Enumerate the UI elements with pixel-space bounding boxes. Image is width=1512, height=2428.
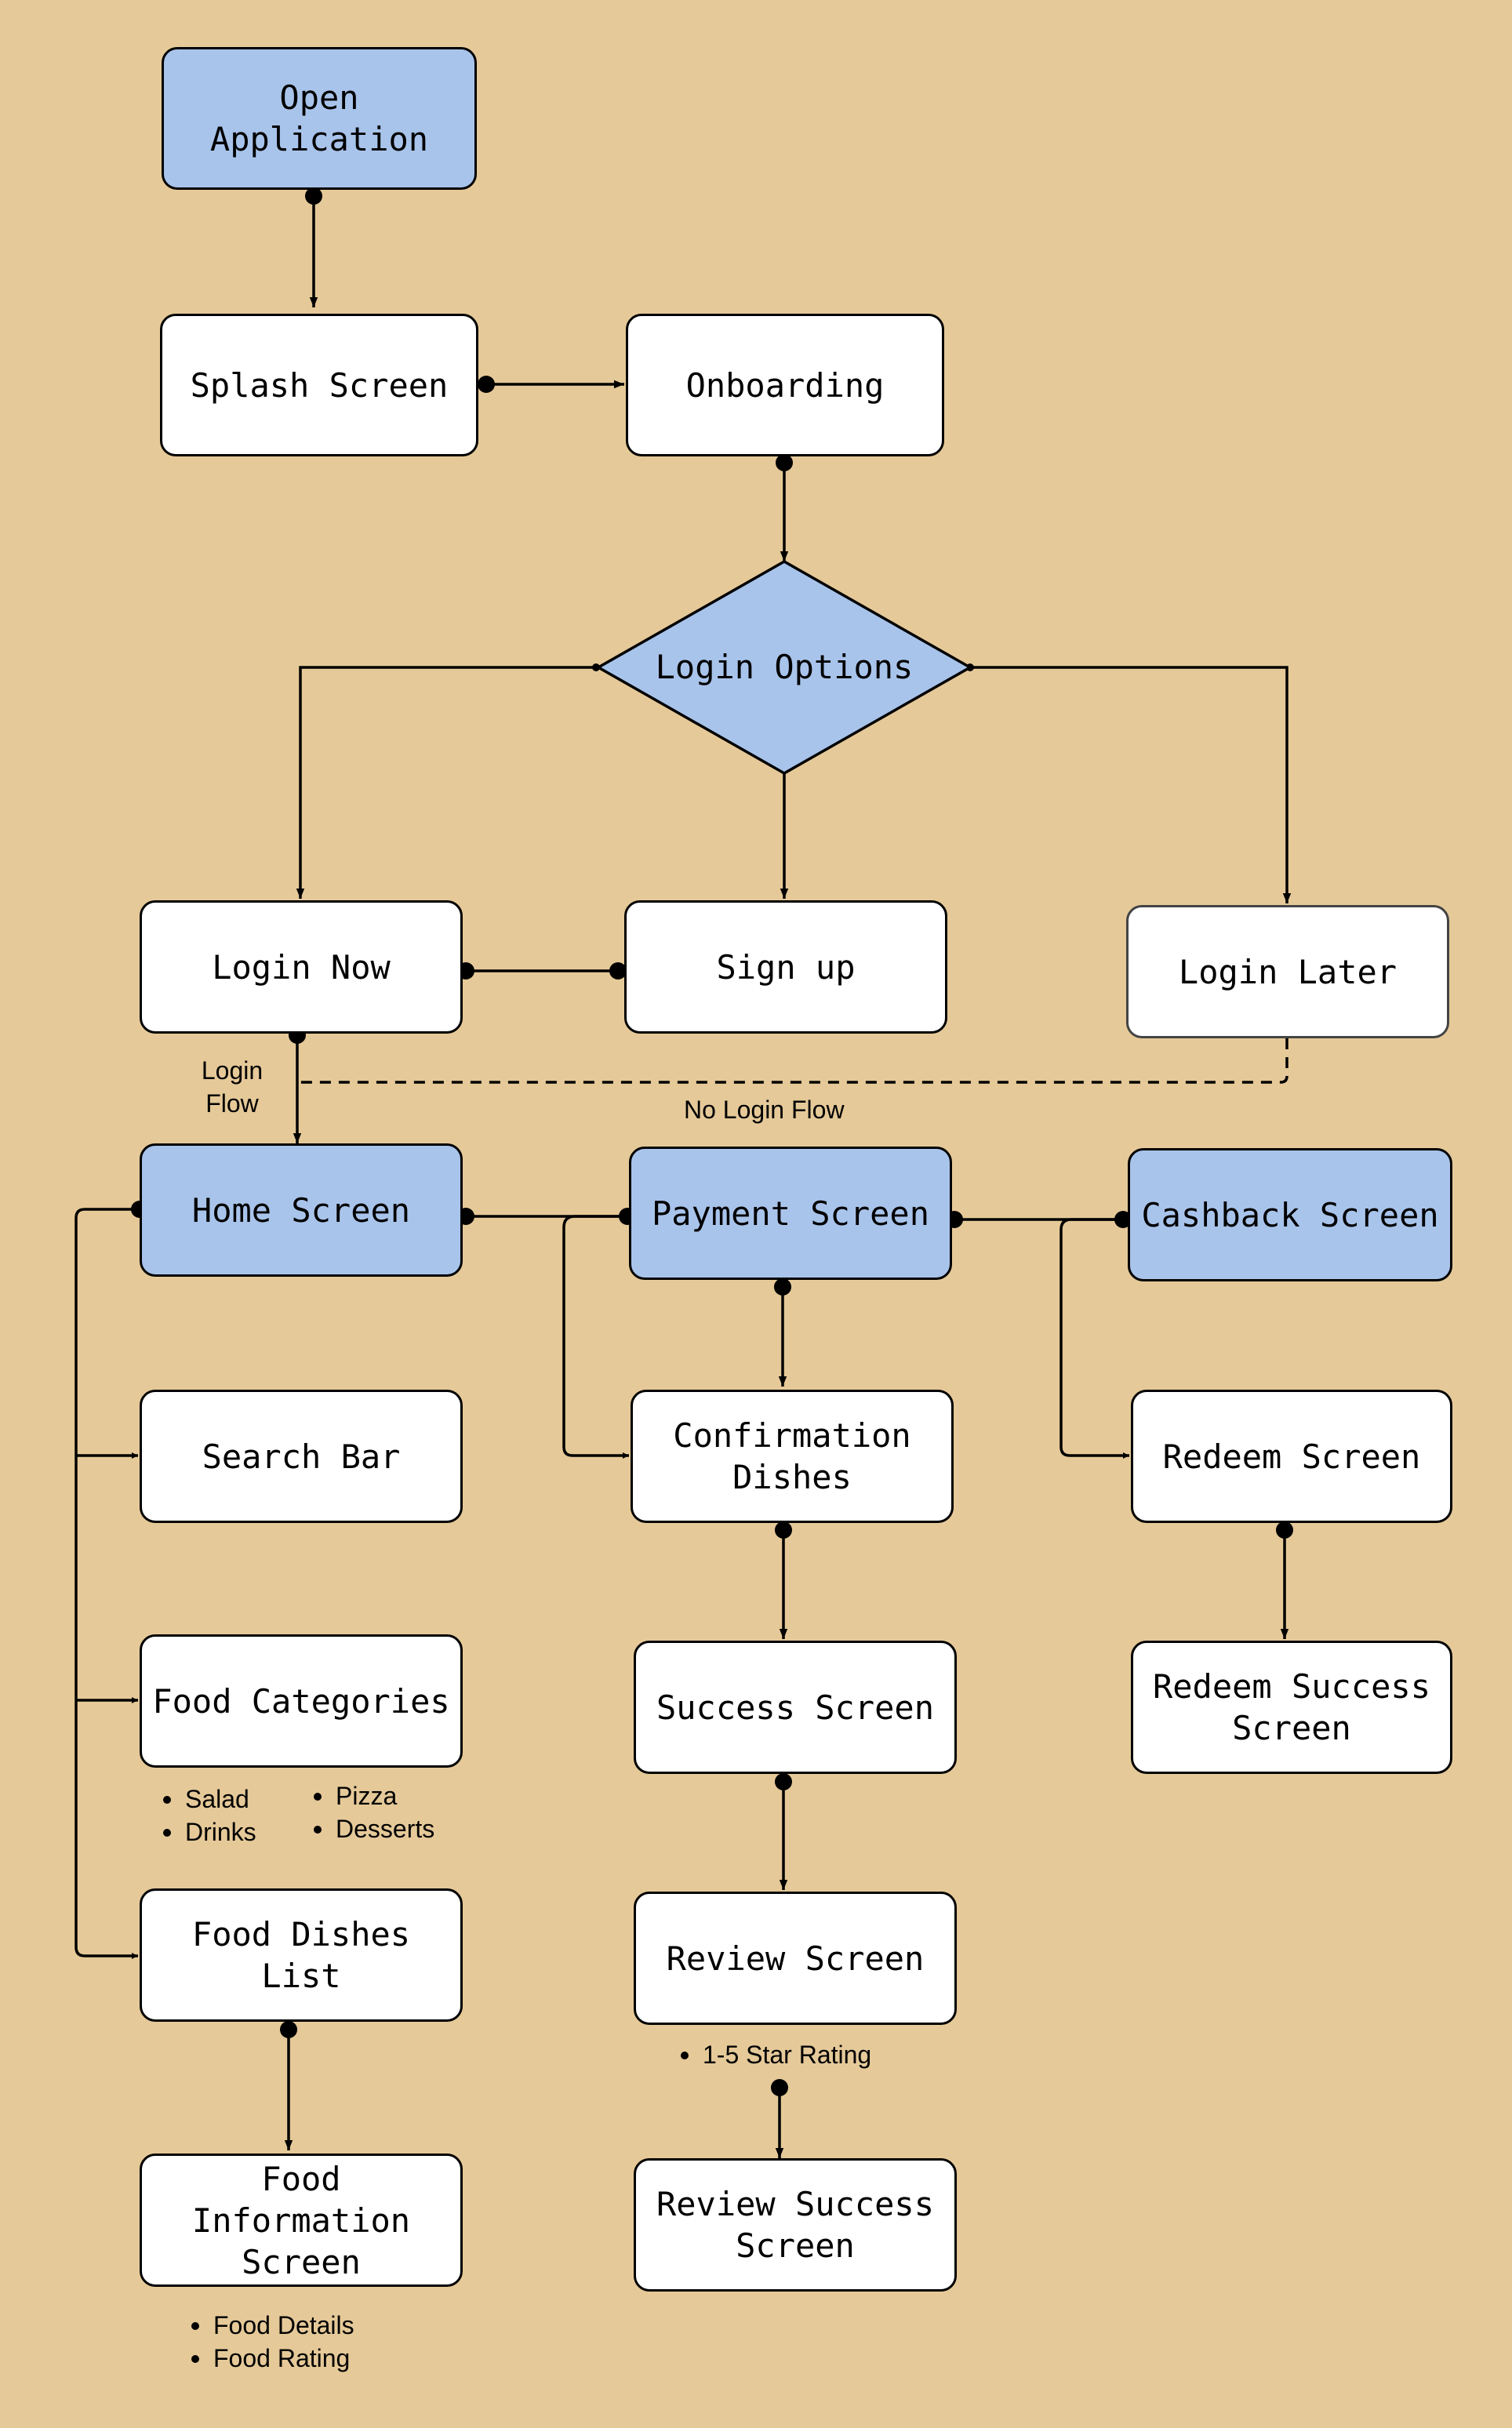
food-categories-list-1: Salad Drinks [163,1783,256,1848]
list-item: 1-5 Star Rating [681,2038,871,2071]
home-screen-node: Home Screen [140,1143,463,1277]
list-item: Drinks [163,1816,256,1848]
list-item: Salad [163,1783,256,1816]
redeem-screen-node: Redeem Screen [1131,1390,1452,1523]
payment-screen-node: Payment Screen [629,1147,952,1280]
login-later-node: Login Later [1126,905,1449,1038]
dot [771,2079,788,2096]
onboarding-node: Onboarding [626,314,944,456]
dot [478,376,495,393]
food-information-screen-node: Food Information Screen [140,2154,463,2287]
dot [775,1773,792,1790]
login-options-diamond [595,559,973,776]
cashback-screen-node: Cashback Screen [1128,1148,1452,1281]
login-options-label: Login Options [655,647,914,686]
login-now-node: Login Now [140,900,463,1034]
review-screen-node: Review Screen [634,1892,957,2025]
list-item: Food Rating [191,2342,354,2375]
dot [305,187,322,205]
edge-options-to-login-later [970,666,1292,903]
sign-up-node: Sign up [624,900,947,1034]
edge-to-redeem [1059,1218,1129,1459]
login-flow-label: Login Flow [201,1056,264,1118]
no-login-flow-label: No Login Flow [684,1096,845,1124]
list-item: Pizza [314,1779,434,1812]
dot [280,2021,297,2038]
dot [1114,1211,1132,1228]
open-application-node: Open Application [162,47,477,190]
food-categories-list-2: Pizza Desserts [314,1779,434,1845]
edge-options-to-login-now [296,666,596,899]
edge-to-confirmation [562,1215,629,1459]
list-item: Desserts [314,1812,434,1845]
food-categories-node: Food Categories [140,1634,463,1768]
review-list: 1-5 Star Rating [681,2038,871,2071]
dot [776,454,793,471]
list-item: Food Details [191,2309,354,2342]
food-information-list: Food Details Food Rating [191,2309,354,2375]
dot [774,1278,791,1296]
food-dishes-list-node: Food Dishes List [140,1888,463,2022]
edge-home-spine [75,1208,140,1959]
dot [775,1521,792,1539]
dot [609,962,627,980]
confirmation-dishes-node: Confirmation Dishes [631,1390,954,1523]
redeem-success-screen-node: Redeem Success Screen [1131,1641,1452,1774]
review-success-screen-node: Review Success Screen [634,2158,957,2292]
edge-no-login-flow [297,1038,1288,1084]
search-bar-node: Search Bar [140,1390,463,1523]
splash-screen-node: Splash Screen [160,314,478,456]
dot [1276,1521,1293,1539]
success-screen-node: Success Screen [634,1641,957,1774]
